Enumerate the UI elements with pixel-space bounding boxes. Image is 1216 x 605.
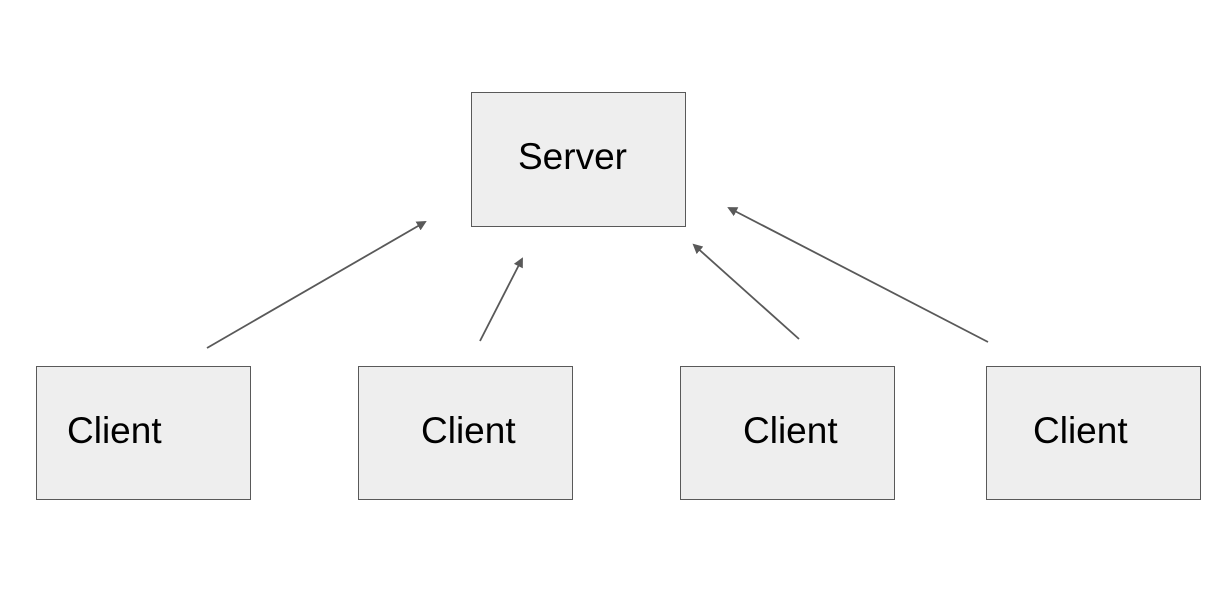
server-label: Server: [518, 136, 627, 177]
client-label-2: Client: [421, 410, 516, 451]
client-box-1: Client: [36, 366, 251, 500]
client-label-1: Client: [67, 410, 162, 451]
arrow-client-1-to-server: [206, 220, 427, 349]
client-box-2: Client: [358, 366, 573, 500]
arrow-client-2-to-server: [479, 257, 523, 342]
client-label-4: Client: [1033, 410, 1128, 451]
arrow-client-3-to-server: [692, 243, 800, 340]
client-box-4: Client: [986, 366, 1201, 500]
client-box-3: Client: [680, 366, 895, 500]
client-label-3: Client: [743, 410, 838, 451]
server-box: Server: [471, 92, 686, 227]
arrow-client-4-to-server: [727, 207, 989, 343]
